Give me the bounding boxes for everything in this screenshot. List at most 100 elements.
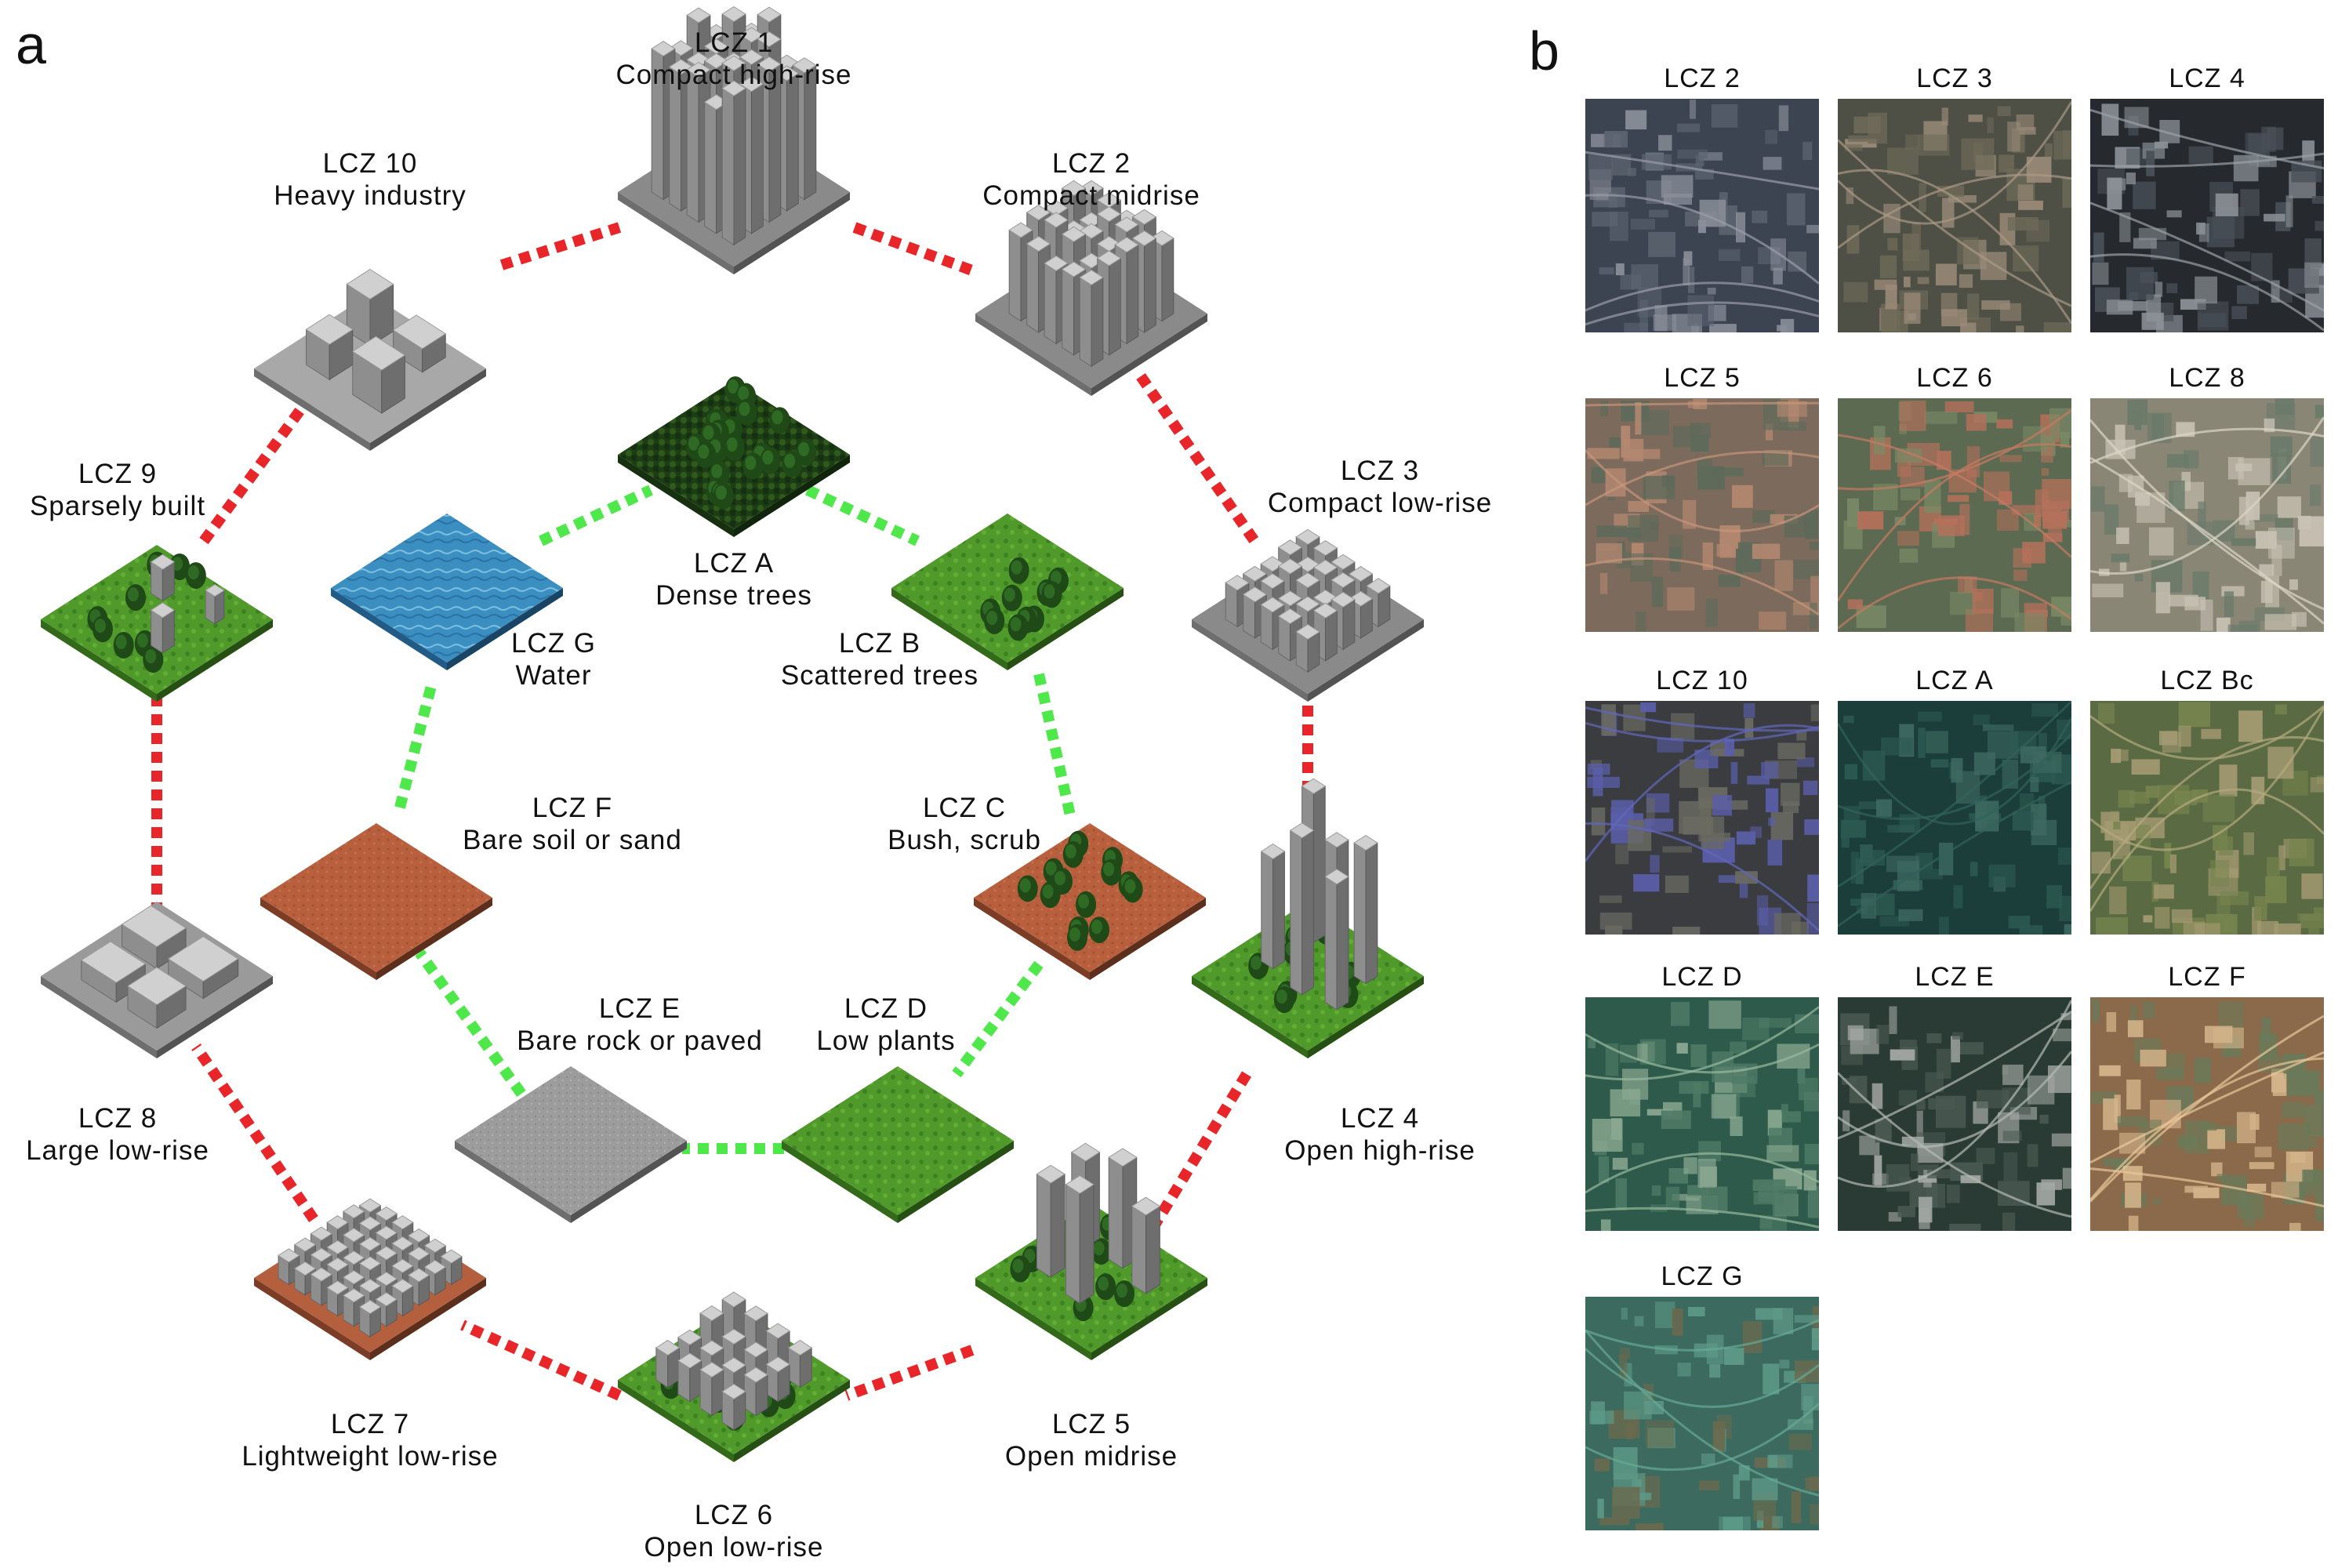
lczB-name: Scattered trees bbox=[780, 660, 979, 691]
satellite-thumbnail bbox=[1838, 99, 2071, 332]
label-lcz2: LCZ 2 Compact midrise bbox=[982, 147, 1200, 212]
lcz5-name: Open midrise bbox=[1004, 1441, 1178, 1472]
built-link-6 bbox=[844, 1345, 975, 1401]
sample-label: LCZ Bc bbox=[2160, 666, 2254, 695]
built-link-8 bbox=[191, 1044, 318, 1222]
label-lczD: LCZ D Low plants bbox=[816, 993, 955, 1057]
label-lczE: LCZ E Bare rock or paved bbox=[517, 993, 763, 1057]
satellite-thumbnail bbox=[1838, 997, 2071, 1231]
lczG-code: LCZ G bbox=[510, 628, 597, 659]
sample-label: LCZ 4 bbox=[2169, 64, 2245, 93]
natural-link-3 bbox=[1033, 673, 1076, 817]
satellite-thumbnail bbox=[1585, 99, 1819, 332]
sample-label: LCZ 6 bbox=[1916, 363, 1993, 393]
label-lcz4: LCZ 4 Open high-rise bbox=[1284, 1102, 1476, 1167]
lcz5-code: LCZ 5 bbox=[1051, 1409, 1131, 1439]
label-lczB: LCZ B Scattered trees bbox=[781, 627, 978, 691]
satellite-thumbnail bbox=[1585, 701, 1819, 935]
tile-lcz2 bbox=[975, 180, 1207, 396]
tile-lcz4 bbox=[1192, 778, 1424, 1058]
lcz3-name: Compact low-rise bbox=[1267, 488, 1493, 518]
tile-lczA bbox=[618, 376, 850, 537]
lcz2-name: Compact midrise bbox=[982, 180, 1200, 211]
tile-lcz1 bbox=[618, 5, 850, 274]
satellite-thumbnail bbox=[1585, 398, 1819, 632]
lcz6-name: Open low-rise bbox=[644, 1532, 824, 1563]
lczE-code: LCZ E bbox=[598, 993, 681, 1024]
natural-link-6 bbox=[415, 949, 526, 1098]
label-lcz3: LCZ 3 Compact low-rise bbox=[1268, 455, 1492, 519]
satellite-thumbnail bbox=[2090, 398, 2324, 632]
label-lcz6: LCZ 6 Open low-rise bbox=[644, 1499, 824, 1563]
sample-label: LCZ D bbox=[1661, 962, 1743, 992]
lcz3-code: LCZ 3 bbox=[1340, 456, 1420, 486]
sample-label: LCZ A bbox=[1915, 666, 1994, 695]
lcz1-code: LCZ 1 bbox=[694, 27, 774, 58]
tile-lcz8 bbox=[41, 902, 273, 1058]
tile-lczF bbox=[260, 823, 492, 980]
sample-label: LCZ F bbox=[2168, 962, 2246, 992]
lcz10-code: LCZ 10 bbox=[322, 148, 418, 179]
satellite-thumbnail bbox=[1838, 701, 2071, 935]
panel-b-letter: b bbox=[1529, 20, 1559, 82]
satellite-thumbnail bbox=[2090, 99, 2324, 332]
satellite-thumbnail bbox=[1585, 1297, 1819, 1530]
label-lczF: LCZ F Bare soil or sand bbox=[463, 792, 682, 856]
built-link-3 bbox=[1136, 373, 1259, 544]
lcz6-code: LCZ 6 bbox=[694, 1500, 774, 1530]
lczB-code: LCZ B bbox=[838, 628, 921, 659]
built-link-10 bbox=[199, 388, 318, 545]
lcz4-code: LCZ 4 bbox=[1340, 1103, 1420, 1134]
label-lcz8: LCZ 8 Large low-rise bbox=[26, 1102, 209, 1167]
satellite-thumbnail bbox=[2090, 997, 2324, 1231]
lcz7-name: Lightweight low-rise bbox=[241, 1441, 499, 1472]
natural-link-4 bbox=[952, 960, 1044, 1078]
lczF-code: LCZ F bbox=[532, 793, 613, 823]
tile-lcz3 bbox=[1192, 528, 1424, 702]
satellite-thumbnail bbox=[1585, 997, 1819, 1231]
tile-lcz7 bbox=[254, 1198, 486, 1360]
built-link-1 bbox=[499, 222, 622, 270]
lcz8-name: Large low-rise bbox=[26, 1135, 209, 1166]
sample-label: LCZ G bbox=[1661, 1261, 1744, 1291]
lczC-code: LCZ C bbox=[922, 793, 1007, 823]
lcz4-name: Open high-rise bbox=[1284, 1135, 1476, 1166]
zone-tiles bbox=[41, 5, 1424, 1462]
tile-lcz5 bbox=[975, 1142, 1207, 1360]
sample-label: LCZ E bbox=[1915, 962, 1995, 992]
tile-lcz10 bbox=[254, 268, 486, 451]
lcz2-code: LCZ 2 bbox=[1051, 148, 1131, 179]
satellite-thumbnail bbox=[1838, 398, 2071, 632]
sample-label: LCZ 8 bbox=[2169, 363, 2245, 393]
natural-link-1 bbox=[539, 485, 653, 546]
lczA-code: LCZ A bbox=[693, 548, 775, 579]
lcz1-name: Compact high-rise bbox=[615, 60, 852, 90]
label-lcz9: LCZ 9 Sparsely built bbox=[30, 458, 205, 522]
label-lczA: LCZ A Dense trees bbox=[655, 547, 812, 612]
lcz10-name: Heavy industry bbox=[274, 180, 467, 211]
tile-lczD bbox=[782, 1066, 1014, 1223]
sample-label: LCZ 3 bbox=[1916, 64, 1993, 93]
label-lcz1: LCZ 1 Compact high-rise bbox=[616, 27, 852, 91]
label-lczC: LCZ C Bush, scrub bbox=[888, 792, 1041, 856]
tile-lczB bbox=[891, 514, 1124, 670]
built-link-2 bbox=[852, 222, 975, 276]
panel-a-letter: a bbox=[16, 14, 46, 75]
sample-label: LCZ 5 bbox=[1664, 363, 1741, 393]
lczC-name: Bush, scrub bbox=[888, 825, 1041, 855]
tile-lczG bbox=[331, 514, 563, 670]
lcz8-code: LCZ 8 bbox=[78, 1103, 158, 1134]
lczA-name: Dense trees bbox=[655, 580, 812, 611]
sample-label: LCZ 10 bbox=[1656, 666, 1748, 695]
label-lcz7: LCZ 7 Lightweight low-rise bbox=[241, 1408, 498, 1472]
lcz7-code: LCZ 7 bbox=[330, 1409, 410, 1439]
lczF-name: Bare soil or sand bbox=[463, 825, 682, 855]
lczE-name: Bare rock or paved bbox=[517, 1025, 763, 1056]
lcz9-code: LCZ 9 bbox=[78, 459, 158, 489]
natural-link-2 bbox=[805, 485, 920, 546]
tile-lcz6 bbox=[618, 1291, 850, 1462]
label-lcz5: LCZ 5 Open midrise bbox=[1005, 1408, 1178, 1472]
sample-label: LCZ 2 bbox=[1664, 64, 1741, 93]
